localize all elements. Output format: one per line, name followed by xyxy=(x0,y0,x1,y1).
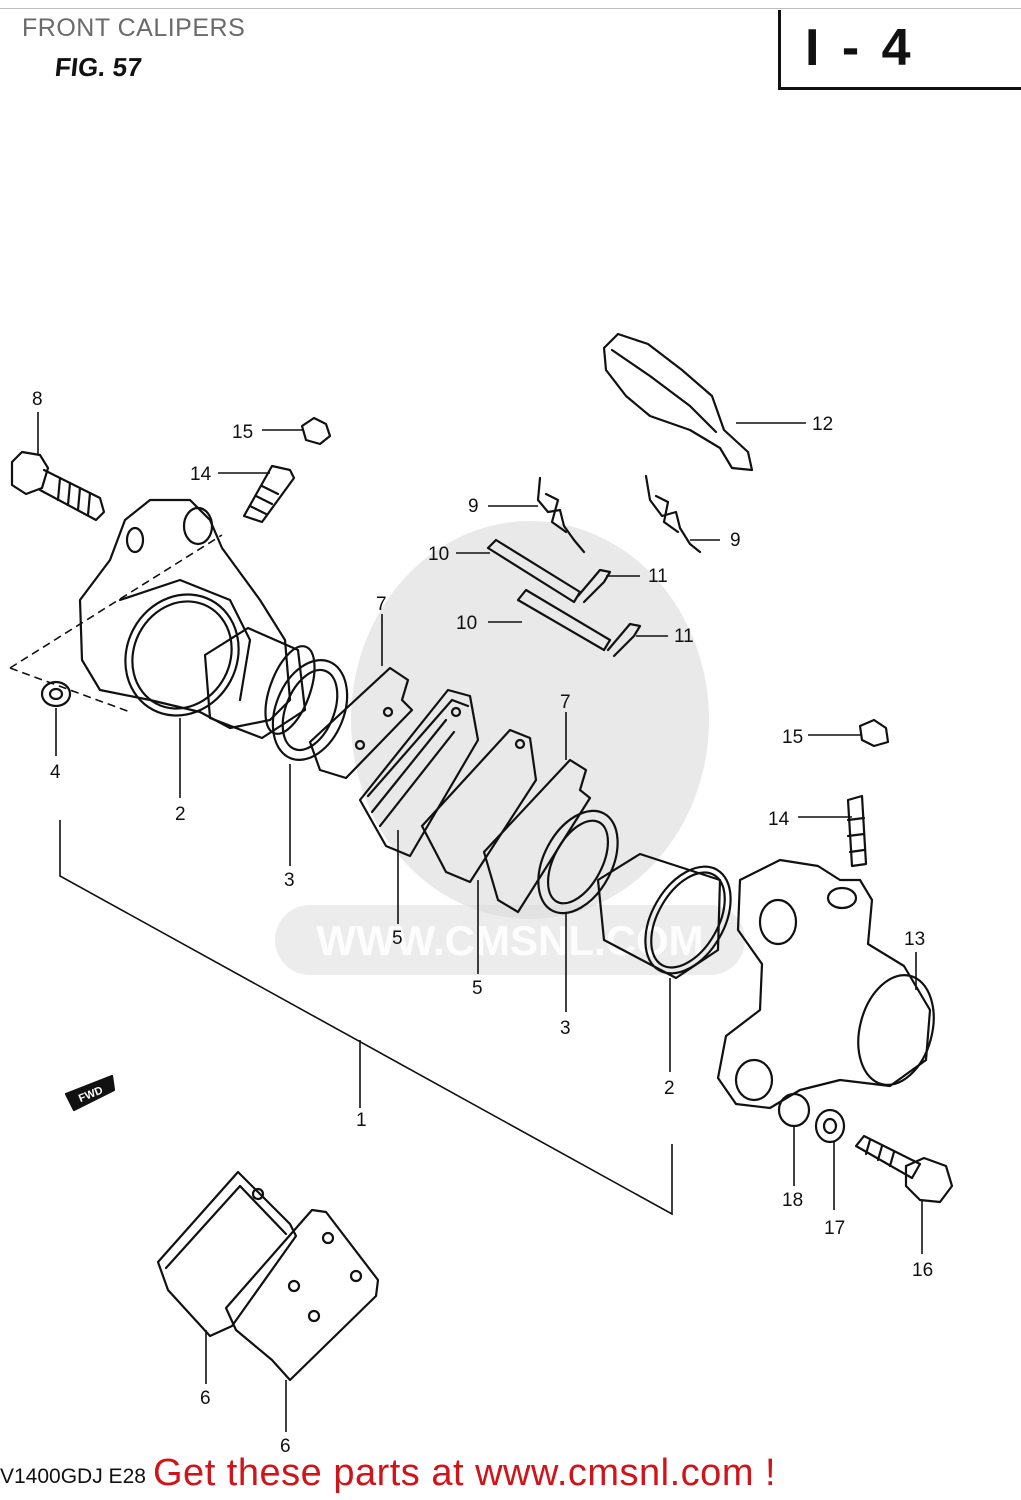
fwd-arrow-icon xyxy=(64,1074,116,1112)
piston-seal-2-left xyxy=(124,593,240,717)
top-rule xyxy=(0,8,1021,9)
section-code: I - 4 xyxy=(805,19,915,77)
pad-spring-9-right xyxy=(644,474,702,554)
pin-clip-11-upper xyxy=(576,568,612,604)
callout-2-left: 2 xyxy=(175,804,186,825)
bolt-16 xyxy=(854,1134,954,1204)
watermark-text: WWW.CMSNL.COM xyxy=(316,917,703,964)
callout-17: 17 xyxy=(824,1218,845,1239)
bleeder-cap-15-right xyxy=(858,718,890,748)
watermark-logo: WWW.CMSNL.COM xyxy=(275,521,745,975)
callout-1: 1 xyxy=(356,1110,367,1131)
leader-lines xyxy=(9,412,923,1432)
bleeder-cap-15-top xyxy=(300,416,332,446)
callout-14-right: 14 xyxy=(768,809,790,830)
model-code: V1400GDJ E28 xyxy=(0,1465,146,1488)
caliper-half-outer xyxy=(716,858,935,1110)
pad-shim-7-left xyxy=(308,666,414,780)
callout-15-top: 15 xyxy=(232,422,253,443)
callout-11-lower: 11 xyxy=(674,626,694,647)
callout-6-lower: 6 xyxy=(280,1436,291,1457)
bleeder-valve-14-right xyxy=(846,794,868,868)
bolt-8 xyxy=(10,450,106,522)
section-box xyxy=(778,10,1021,90)
caliper-half-inner xyxy=(78,498,292,730)
callout-10-lower: 10 xyxy=(456,613,477,634)
callout-3-right: 3 xyxy=(560,1018,571,1039)
callout-3-left: 3 xyxy=(284,870,295,891)
dust-seal-3-left xyxy=(271,659,349,761)
callout-14-top: 14 xyxy=(190,464,212,485)
callout-5-left: 5 xyxy=(392,928,403,949)
brake-pad-5-left xyxy=(358,688,480,858)
callout-4: 4 xyxy=(50,762,61,783)
callout-13: 13 xyxy=(904,929,925,950)
piston-seal-2-right xyxy=(596,852,732,980)
callout-7-left: 7 xyxy=(376,594,387,615)
bleeder-valve-14-top xyxy=(242,464,296,524)
page-title: FRONT CALIPERS xyxy=(22,14,246,42)
pad-spring-9-left xyxy=(536,476,586,554)
callout-6-upper: 6 xyxy=(200,1388,211,1409)
callout-9-left: 9 xyxy=(468,496,479,517)
washer-17 xyxy=(814,1108,846,1144)
brake-pad-5-right xyxy=(420,728,538,884)
washer-4 xyxy=(40,680,72,708)
caliper-cover-12 xyxy=(602,332,754,472)
callout-11-upper: 11 xyxy=(648,566,668,587)
washer-18 xyxy=(777,1092,811,1128)
callout-16: 16 xyxy=(912,1260,933,1281)
piston-left xyxy=(203,626,316,740)
pin-clip-11-lower xyxy=(606,622,642,658)
callout-5-right: 5 xyxy=(472,978,483,999)
pad-pin-10-lower xyxy=(516,588,612,652)
callout-2-right: 2 xyxy=(664,1078,675,1099)
callout-12: 12 xyxy=(812,414,833,435)
shop-link-banner[interactable]: Get these parts at www.cmsnl.com ! xyxy=(153,1452,777,1494)
callout-9-right: 9 xyxy=(730,530,741,551)
callout-15-right: 15 xyxy=(782,727,803,748)
callout-18: 18 xyxy=(782,1190,803,1211)
dust-seal-3-right xyxy=(537,809,619,915)
callout-10-upper: 10 xyxy=(428,544,449,565)
brake-pad-set-6 xyxy=(156,1170,380,1382)
callout-7-right: 7 xyxy=(560,692,571,713)
pad-shim-7-right xyxy=(482,758,592,914)
callout-8: 8 xyxy=(32,389,43,410)
